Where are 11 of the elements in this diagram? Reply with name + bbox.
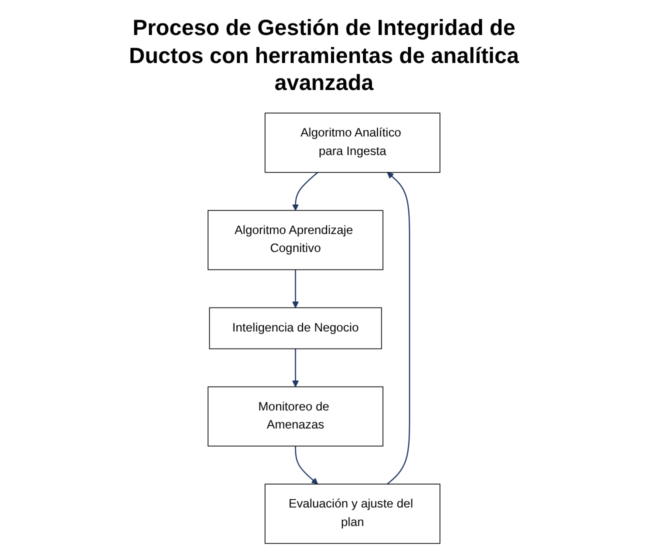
arrow bbox=[292, 171, 318, 210]
node-box: Monitoreo de Amenazas bbox=[208, 386, 384, 446]
node-box: Inteligencia de Negocio bbox=[209, 306, 382, 349]
arrow bbox=[292, 269, 299, 308]
node-box: Algoritmo Analítico para Ingesta bbox=[264, 112, 440, 172]
arrow bbox=[386, 172, 410, 484]
arrow bbox=[292, 348, 299, 387]
diagram-title: Proceso de Gestión de Integridad de Ductos con herramientas de analítica avanzada bbox=[128, 14, 520, 96]
node-box: Algoritmo Aprendizaje Cognitivo bbox=[208, 210, 384, 270]
arrow bbox=[294, 446, 318, 484]
node-box: Evaluación y ajuste del plan bbox=[264, 483, 440, 544]
